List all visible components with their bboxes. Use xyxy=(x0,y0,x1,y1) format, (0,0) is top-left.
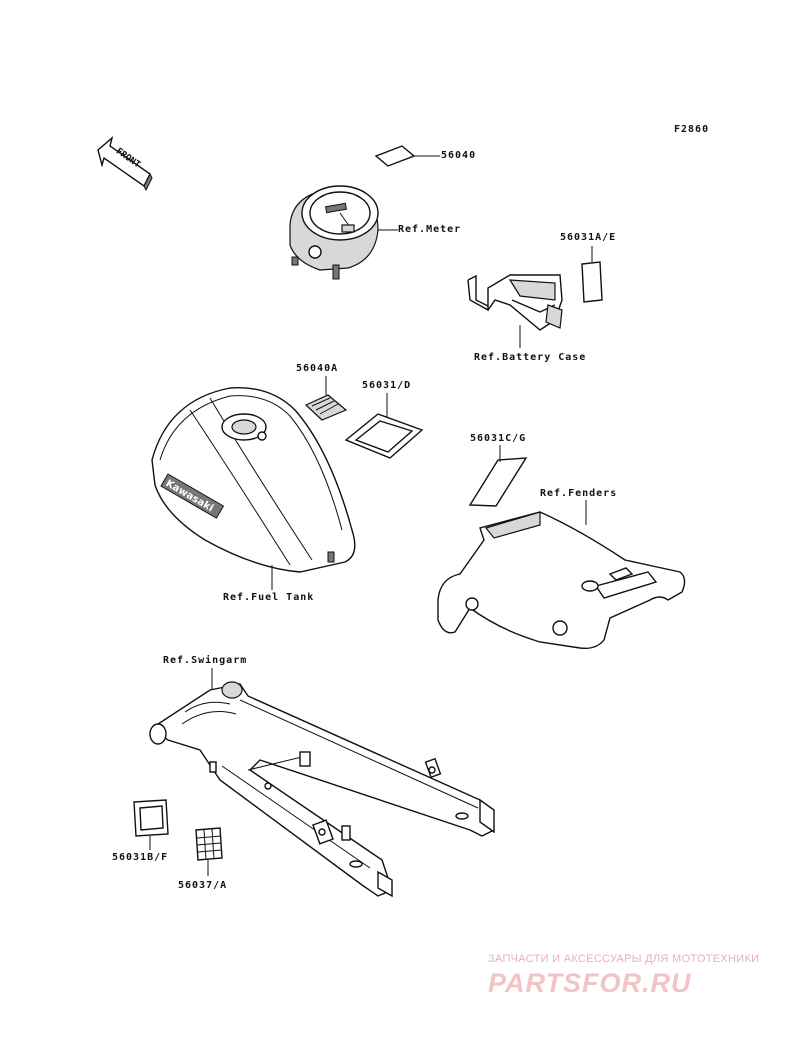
label-ref-meter: Ref.Meter xyxy=(398,224,462,235)
meter-drawing xyxy=(289,185,398,280)
label-56031ae: 56031A/E xyxy=(560,232,617,243)
watermark-logo: PARTSFOR.RU xyxy=(488,968,692,998)
battery-case-drawing xyxy=(467,246,603,348)
fuel-tank-drawing: Kawasaki xyxy=(151,386,356,590)
sticker-56037a xyxy=(195,827,223,876)
sticker-56031cg xyxy=(468,445,528,507)
swingarm-drawing xyxy=(149,668,495,898)
front-arrow-icon: FRONT xyxy=(97,136,153,192)
diagram-code: F2860 xyxy=(674,124,710,135)
sticker-56040 xyxy=(374,145,440,167)
sticker-56040a xyxy=(304,376,348,421)
label-56031cg: 56031C/G xyxy=(470,433,527,444)
watermark-tagline: ЗАПЧАСТИ И АКСЕССУАРЫ ДЛЯ МОТОТЕХНИКИ xyxy=(488,953,760,965)
label-ref-battery-case: Ref.Battery Case xyxy=(474,352,587,363)
label-56040a: 56040A xyxy=(296,363,339,374)
label-56037a: 56037/A xyxy=(178,880,228,891)
fender-drawing xyxy=(437,500,686,650)
sticker-56031d xyxy=(344,393,424,459)
label-56040: 56040 xyxy=(441,150,477,161)
label-ref-fenders: Ref.Fenders xyxy=(540,488,618,499)
label-56031bf: 56031B/F xyxy=(112,852,169,863)
label-ref-fuel-tank: Ref.Fuel Tank xyxy=(223,592,315,603)
label-ref-swingarm: Ref.Swingarm xyxy=(163,655,248,666)
label-56031d: 56031/D xyxy=(362,380,412,391)
sticker-56031bf xyxy=(133,799,169,850)
